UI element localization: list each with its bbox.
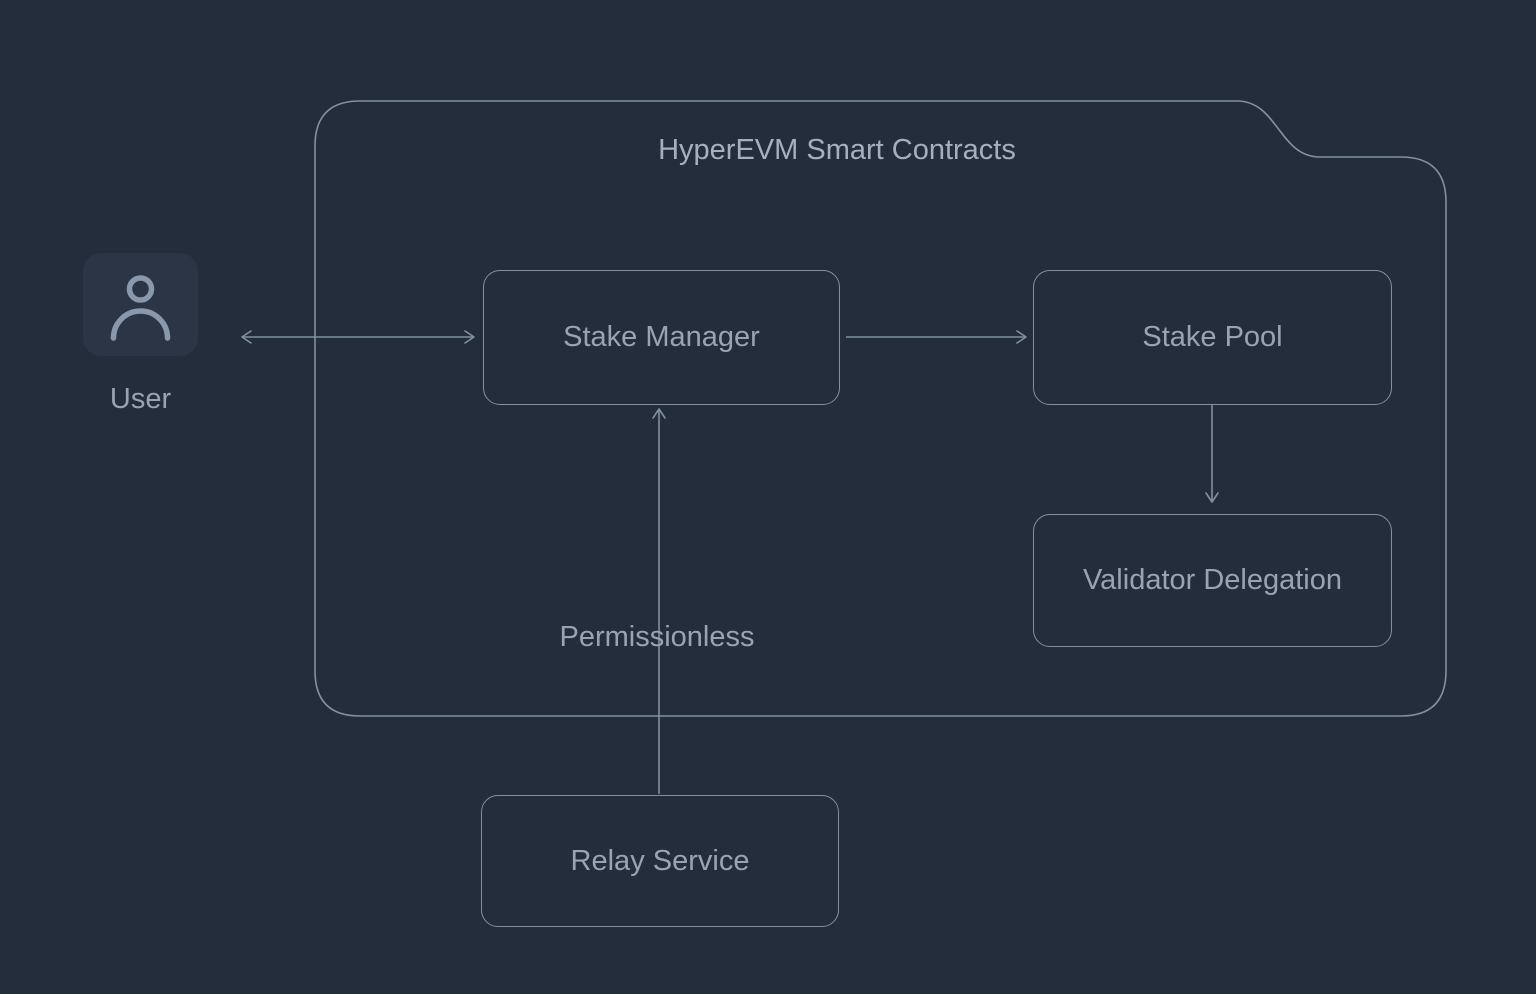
edge-label-permissionless: Permissionless: [559, 621, 755, 653]
node-label: Relay Service: [570, 844, 750, 877]
user-label: User: [109, 383, 172, 415]
node-label: Stake Pool: [1142, 321, 1283, 353]
node-stake-manager: Stake Manager: [483, 270, 840, 405]
node-validator-delegation: Validator Delegation: [1033, 514, 1392, 647]
hyperevm-container-outline: [314, 100, 1447, 717]
node-relay-service: Relay Service: [481, 795, 839, 927]
user-icon-card: [83, 253, 198, 356]
container-title: HyperEVM Smart Contracts: [658, 134, 1016, 166]
node-label: Stake Manager: [563, 321, 760, 353]
person-icon: [110, 275, 171, 341]
node-stake-pool: Stake Pool: [1033, 270, 1392, 405]
node-label: Validator Delegation: [1082, 564, 1343, 596]
